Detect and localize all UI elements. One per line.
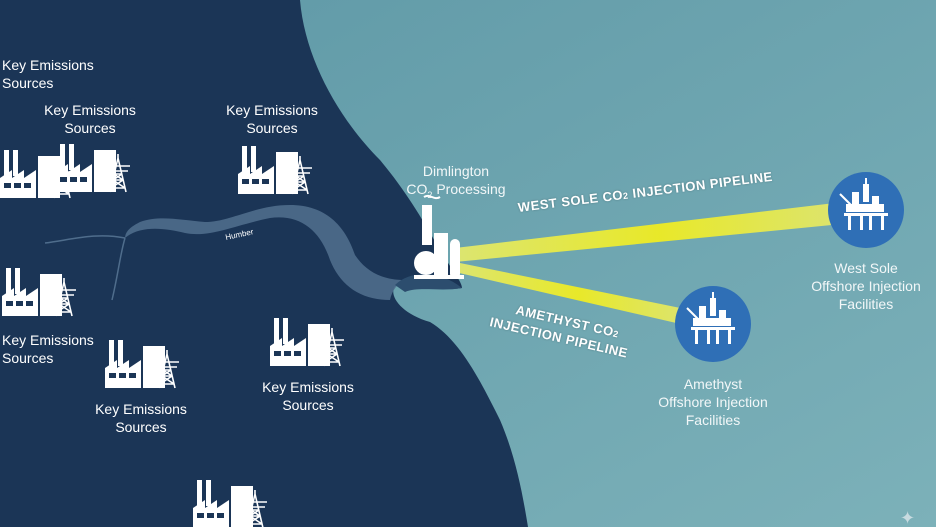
west-sole-pipeline <box>455 200 862 262</box>
logo-mark: ✦ <box>900 508 915 527</box>
river-tributary <box>44 235 126 301</box>
land <box>0 0 528 527</box>
humber-river <box>125 205 405 300</box>
amethyst-pipeline <box>455 262 700 328</box>
refinery-icon <box>414 194 464 279</box>
